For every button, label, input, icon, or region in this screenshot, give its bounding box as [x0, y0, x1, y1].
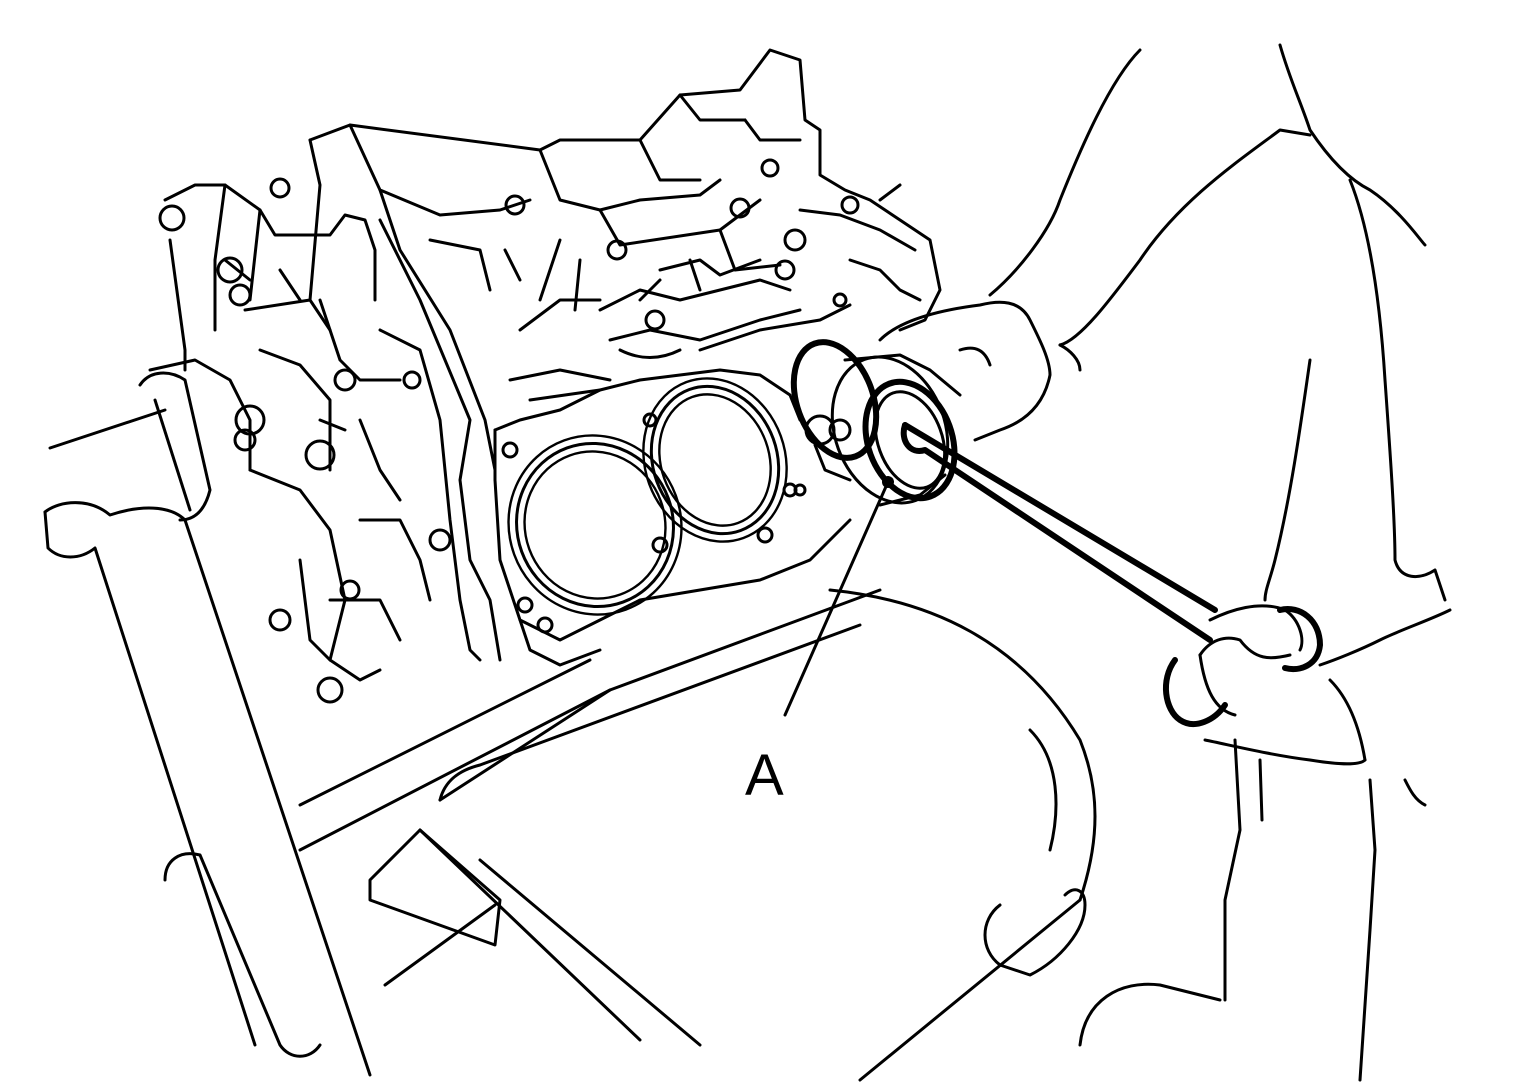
installer-handle: [900, 422, 1323, 727]
technician-arms: [878, 43, 1452, 1082]
callout-a: A: [745, 476, 894, 808]
callout-a-label: A: [745, 743, 784, 808]
callout-a-leader: [783, 480, 890, 717]
seal-installer-tool: [790, 339, 962, 507]
cylinder-bores: [493, 158, 860, 667]
engine-block: [308, 48, 942, 662]
engine-front-cover: [138, 177, 482, 704]
engine-stand: [43, 408, 1222, 1082]
